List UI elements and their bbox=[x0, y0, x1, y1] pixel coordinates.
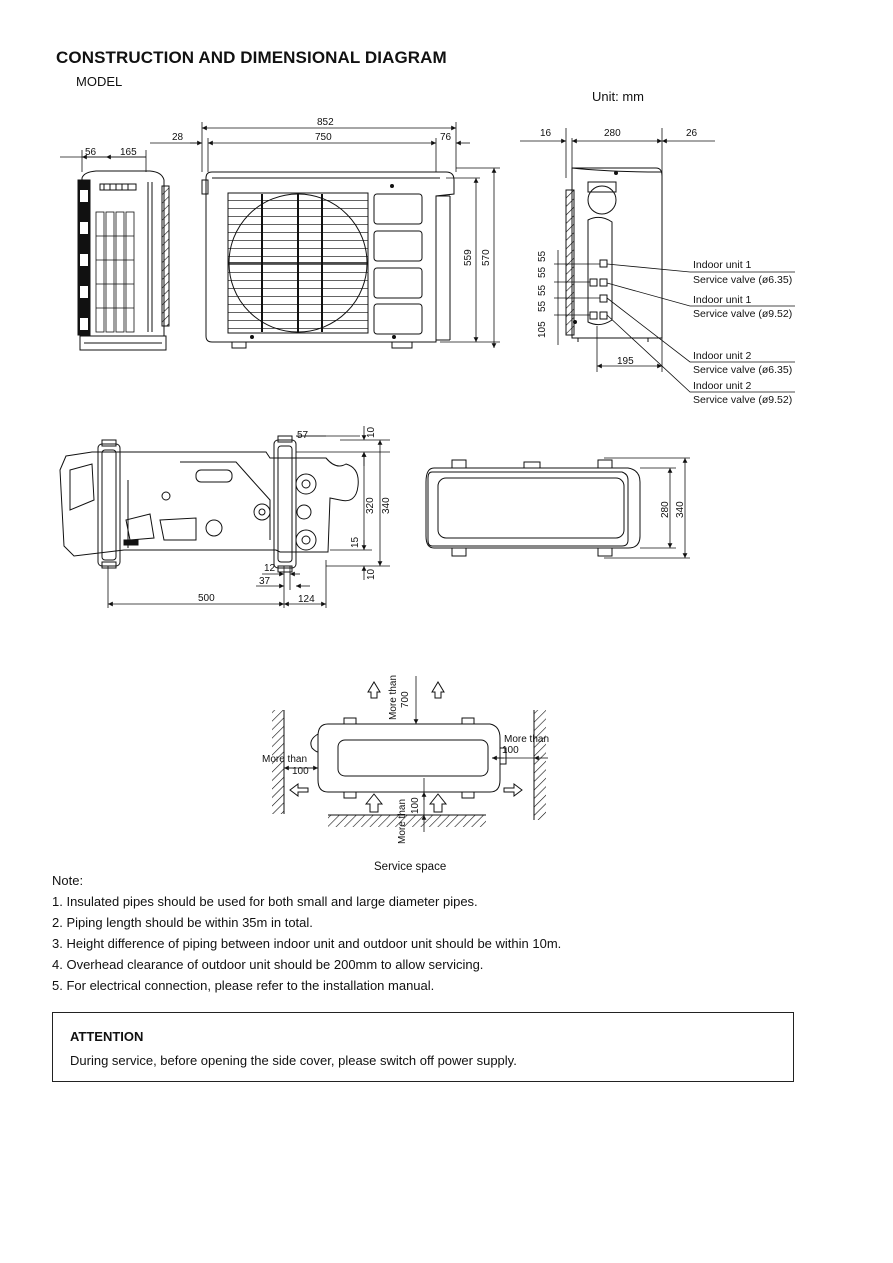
note-item: 3. Height difference of piping between i… bbox=[52, 936, 562, 951]
attention-box bbox=[52, 1012, 794, 1082]
dim-500: 500 bbox=[198, 593, 215, 604]
dim-10-bottom: 10 bbox=[366, 568, 377, 580]
dim-124: 124 bbox=[298, 594, 315, 605]
page-title: CONSTRUCTION AND DIMENSIONAL DIAGRAM bbox=[56, 48, 447, 67]
dim-165: 165 bbox=[120, 147, 137, 158]
dim-340: 340 bbox=[381, 497, 392, 514]
valve-label-valve: Service valve (ø6.35) bbox=[693, 364, 792, 376]
valve-label-valve: Service valve (ø9.52) bbox=[693, 308, 792, 320]
model-label: MODEL bbox=[76, 74, 123, 89]
dim-195: 195 bbox=[617, 356, 634, 367]
dim-852: 852 bbox=[317, 117, 334, 128]
bottom-view bbox=[59, 426, 390, 608]
dim-340-top: 340 bbox=[675, 501, 686, 518]
dim-105: 105 bbox=[537, 321, 548, 338]
unit-label: Unit: mm bbox=[592, 89, 644, 104]
dim-570: 570 bbox=[481, 249, 492, 266]
service-space-diagram bbox=[272, 676, 548, 832]
valve-label-unit: Indoor unit 1 bbox=[693, 294, 752, 306]
note-item: 1. Insulated pipes should be used for bo… bbox=[52, 894, 478, 909]
dim-28: 28 bbox=[172, 132, 184, 143]
service-top-value: 700 bbox=[400, 691, 411, 708]
note-item: 5. For electrical connection, please ref… bbox=[52, 978, 435, 993]
valve-label-unit: Indoor unit 2 bbox=[693, 380, 752, 392]
valve-label-unit: Indoor unit 2 bbox=[693, 350, 752, 362]
dim-320: 320 bbox=[365, 497, 376, 514]
service-left-value: 100 bbox=[292, 766, 309, 777]
dim-750: 750 bbox=[315, 132, 332, 143]
service-right-value: 100 bbox=[502, 745, 519, 756]
note-item: 2. Piping length should be within 35m in… bbox=[52, 915, 313, 930]
dim-37: 37 bbox=[259, 576, 271, 587]
dim-55d: 55 bbox=[537, 284, 548, 296]
left-side-view bbox=[60, 150, 170, 351]
dim-12: 12 bbox=[264, 563, 276, 574]
dim-559: 559 bbox=[463, 249, 474, 266]
dim-10-top: 10 bbox=[366, 426, 377, 438]
attention-text: During service, before opening the side … bbox=[70, 1053, 517, 1068]
notes-title: Note: bbox=[52, 873, 84, 888]
valve-label-valve: Service valve (ø9.52) bbox=[693, 394, 792, 406]
valve-label-valve: Service valve (ø6.35) bbox=[693, 274, 792, 286]
note-item: 4. Overhead clearance of outdoor unit sh… bbox=[52, 957, 484, 972]
attention-title: ATTENTION bbox=[70, 1029, 144, 1044]
service-right-label: More than bbox=[504, 734, 549, 745]
dim-55c: 55 bbox=[537, 300, 548, 312]
dim-55a: 55 bbox=[537, 266, 548, 278]
valve-label-unit: Indoor unit 1 bbox=[693, 259, 752, 271]
valve-labels: Indoor unit 1 Service valve (ø6.35) Indo… bbox=[693, 259, 792, 406]
dim-15: 15 bbox=[350, 536, 361, 548]
service-top-label: More than bbox=[388, 675, 399, 720]
service-left-label: More than bbox=[262, 754, 307, 765]
dim-76: 76 bbox=[440, 132, 452, 143]
service-space-caption: Service space bbox=[374, 861, 447, 873]
top-view bbox=[425, 457, 690, 559]
front-view bbox=[150, 122, 500, 349]
right-side-view bbox=[520, 128, 795, 393]
dim-280-top: 280 bbox=[660, 501, 671, 518]
dim-57: 57 bbox=[297, 430, 309, 441]
dim-55b: 55 bbox=[537, 250, 548, 262]
dim-56: 56 bbox=[85, 147, 97, 158]
service-front-value: 100 bbox=[410, 797, 421, 814]
service-front-label: More than bbox=[397, 799, 408, 844]
dim-26: 26 bbox=[686, 128, 698, 139]
dim-16: 16 bbox=[540, 128, 552, 139]
dim-280: 280 bbox=[604, 128, 621, 139]
